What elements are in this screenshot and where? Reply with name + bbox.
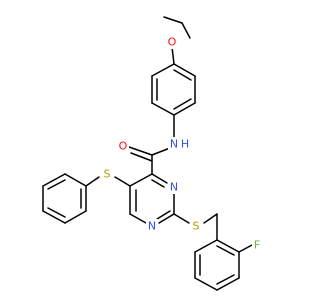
sulfur-atom-benzyl: S xyxy=(190,219,202,233)
bond xyxy=(42,173,66,187)
atom-label-n: N xyxy=(170,138,178,151)
chemical-structure: O N H O S N N S F xyxy=(42,16,263,291)
bond xyxy=(129,173,153,187)
bond xyxy=(173,102,196,116)
oxygen-atom-carbonyl: O xyxy=(117,139,129,153)
oxygen-atom-ether: O xyxy=(166,34,178,49)
bond xyxy=(173,69,192,81)
bond xyxy=(238,244,253,253)
sulfur-atom-phenyl: S xyxy=(101,167,113,181)
bond xyxy=(156,210,171,220)
bond xyxy=(194,277,218,291)
bond xyxy=(171,46,175,65)
bond xyxy=(216,277,240,291)
bond xyxy=(85,176,100,187)
bond xyxy=(173,98,192,110)
bond xyxy=(47,179,66,190)
atom-label-f: F xyxy=(254,239,260,252)
nitrogen-atom-ring-1: N xyxy=(146,219,158,233)
bond xyxy=(128,146,153,156)
bond xyxy=(203,213,218,224)
atom-label-h: H xyxy=(181,138,189,151)
atom-label-s: S xyxy=(193,220,200,233)
atom-label-s: S xyxy=(104,168,111,181)
atom-label-o: O xyxy=(168,36,177,49)
bond xyxy=(158,213,175,224)
bond xyxy=(173,63,196,77)
atom-label-n: N xyxy=(148,220,156,233)
bond xyxy=(151,147,171,156)
bond xyxy=(129,213,147,224)
bond xyxy=(64,173,87,187)
bond xyxy=(194,239,218,253)
bond xyxy=(151,102,175,116)
bond xyxy=(151,179,165,188)
bond xyxy=(216,274,235,285)
bond xyxy=(216,239,240,253)
atom-labels: O N H O S N N S F xyxy=(101,34,263,252)
atom-label-o: O xyxy=(119,140,128,153)
bond xyxy=(42,210,66,224)
bond xyxy=(47,207,66,218)
bond xyxy=(64,210,87,224)
bond xyxy=(151,63,175,77)
bond-lines xyxy=(42,16,253,291)
bond xyxy=(173,213,190,224)
nitrogen-atom-ring-3: N xyxy=(168,180,180,194)
bond xyxy=(181,22,191,39)
bond xyxy=(151,173,168,184)
bond xyxy=(130,152,153,162)
bond xyxy=(163,16,183,24)
nitrogen-atom-amide: N H xyxy=(168,137,191,151)
bond xyxy=(216,245,235,256)
bond xyxy=(114,176,131,187)
atom-label-n: N xyxy=(170,181,178,194)
fluorine-atom: F xyxy=(252,238,263,252)
